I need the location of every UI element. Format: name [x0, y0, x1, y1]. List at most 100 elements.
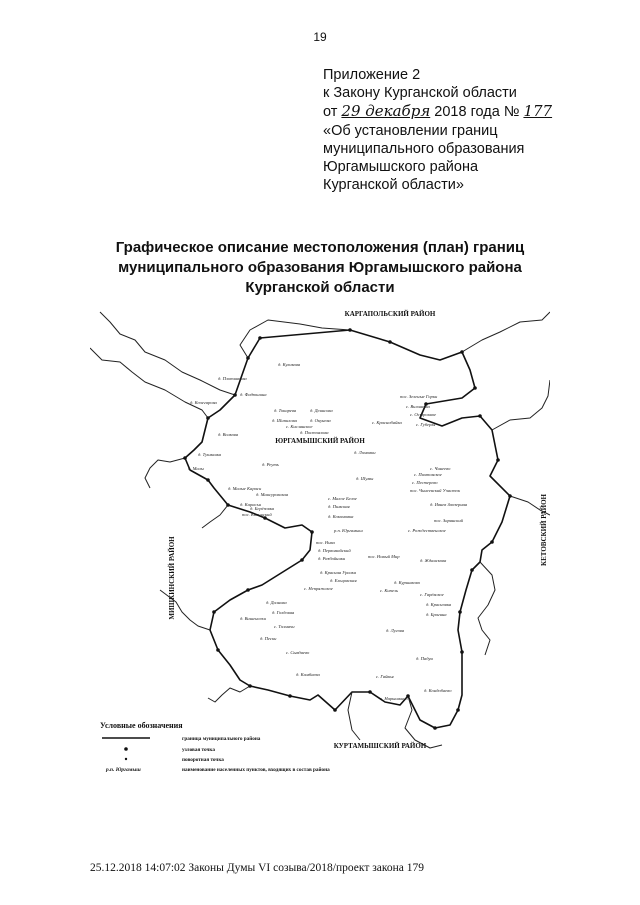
settlement-label: д. Пимская [328, 504, 350, 509]
settlement-label: с. Островное [410, 412, 436, 417]
boundary-point [496, 458, 500, 462]
settlement-label: д. Красная Уралка [320, 570, 357, 575]
appendix-line-7: Курганской области» [323, 177, 464, 194]
document-footer: 25.12.2018 14:07:02 Законы Думы VI созыв… [90, 862, 425, 874]
settlement-label: д. Лугова [386, 628, 405, 633]
boundary-point [508, 494, 512, 498]
boundary-point [473, 386, 477, 390]
settlement-label: с. Чинеево [430, 466, 451, 471]
appendix-from: от [323, 104, 338, 121]
boundary-point [206, 478, 210, 482]
boundary-point [348, 328, 352, 332]
settlement-label: д. Красновка [426, 602, 452, 607]
neighbor-line-west [159, 589, 211, 631]
neighbor-line-north [239, 319, 351, 359]
boundary-point [490, 540, 494, 544]
settlement-label: пос. Зеленые Горки [400, 394, 438, 399]
appendix-line-6: Юргамышского района [323, 159, 479, 176]
settlement-label: с. Сывдаево [286, 650, 310, 655]
settlement-label: пос. Калинский [242, 512, 272, 517]
boundary-point [333, 708, 337, 712]
settlement-label: д. Куршаково [394, 580, 421, 585]
settlement-label: с. Гарёвское [420, 592, 444, 597]
settlement-label: д. Голдовая [272, 610, 294, 615]
settlement-label: с. Малое Белое [328, 496, 357, 501]
settlement-label: д. Токарева [274, 408, 297, 413]
boundary-points [183, 328, 512, 730]
legend-turn-point-symbol [124, 757, 128, 761]
settlement-label: д. Мансуровская [256, 492, 288, 497]
boundary-point [424, 402, 428, 406]
settlement-label: с. Пихтовское [414, 472, 442, 477]
document-title: Графическое описание местоположения (пла… [0, 238, 640, 298]
settlement-label: д. Фадюшина [240, 392, 267, 397]
legend-label-boundary: граница муниципального района [182, 735, 261, 742]
settlement-label: с. Кипель [380, 588, 398, 593]
settlement-label: д. Вишенсеки [240, 616, 267, 621]
settlement-label: д. Шипилова [272, 418, 298, 423]
settlement-label: пос. Зарянский [434, 518, 464, 523]
boundary-point [263, 516, 267, 520]
settlement-label: с. Толмачи [274, 624, 295, 629]
settlement-label: д. Карасьи [240, 502, 262, 507]
neighbor-line-west-3 [201, 504, 229, 529]
neighbor-line-south [347, 691, 361, 741]
settlement-label: пос. Новый Мир [368, 554, 400, 559]
boundary-point [458, 610, 462, 614]
page-number: 19 [313, 30, 327, 44]
neighbor-labels: КАРГАПОЛЬСКИЙ РАЙОН КУРТАМЫШСКИЙ РАЙОН К… [168, 310, 548, 750]
appendix-line-4: «Об установлении границ [323, 122, 498, 139]
settlement-label: пос. Нива [316, 540, 336, 545]
boundary-point [248, 684, 252, 688]
boundary-point [470, 568, 474, 572]
boundary-point [183, 456, 187, 460]
settlement-label: с. Непряжское [304, 586, 333, 591]
settlement-label: с. Рождественское [408, 528, 446, 533]
settlement-label: д. Первомайский [318, 548, 351, 553]
boundary-point [388, 340, 392, 344]
neighbor-line-northwest-2 [90, 347, 209, 419]
legend-label-node: узловая точка [182, 747, 215, 753]
boundary-point [246, 356, 250, 360]
boundary-point [310, 530, 314, 534]
settlement-label: с. Кислянское [286, 424, 313, 429]
settlement-label: д. Шумы [356, 476, 373, 481]
settlement-label: д. Кокомовка [328, 514, 354, 519]
settlement-label: д. Пески [260, 636, 277, 641]
boundary-point [460, 350, 464, 354]
boundary-point [246, 588, 250, 592]
boundary-point [216, 648, 220, 652]
settlement-labels: д. Куликова д. Плотникова д. Кочегарова … [188, 362, 467, 701]
neighbor-line-east-2 [509, 495, 550, 516]
boundary-point [226, 503, 230, 507]
settlement-label: д. Кондобаево [424, 688, 452, 693]
neighbor-line-south-2 [404, 695, 443, 749]
boundary-point [433, 726, 437, 730]
neighbor-boundaries [90, 311, 550, 749]
settlement-label: д. Малы [188, 466, 204, 471]
appendix-line-3: от 29 декабря 2018 года № 177 [323, 102, 552, 121]
appendix-line-1: Приложение 2 [323, 67, 421, 83]
settlement-label: с. Пестерево [412, 480, 438, 485]
settlement-label: д. Падун [416, 656, 434, 661]
settlement-label: д. Жданскова [420, 558, 447, 563]
settlement-label: д. Кочегарова [190, 400, 218, 405]
settlement-label: с. Краснобайка [372, 420, 402, 425]
handwritten-number: 177 [523, 102, 553, 121]
boundary-point [460, 650, 464, 654]
settlement-label: с. Губерля [416, 422, 435, 427]
neighbor-label-south: КУРТАМЫШСКИЙ РАЙОН [334, 742, 427, 750]
settlement-label: д. Малые Караси [228, 486, 262, 491]
neighbor-line-northwest [99, 311, 236, 396]
settlement-label: д. Ивнев Заозерная [430, 502, 467, 507]
district-label: ЮРГАМЫШСКИЙ РАЙОН [275, 437, 365, 445]
settlement-label: д. Куликова [278, 362, 301, 367]
legend-label-turn: поворотная точка [182, 757, 224, 763]
appendix-line-2: к Закону Курганской области [323, 85, 517, 102]
neighbor-line-northeast [461, 311, 550, 353]
handwritten-date: 29 декабря [341, 102, 431, 121]
boundary-point [233, 393, 237, 397]
legend-title: Условные обозначения [100, 721, 183, 730]
appendix-line-5: муниципального образования [323, 140, 525, 157]
boundary-point [456, 708, 460, 712]
